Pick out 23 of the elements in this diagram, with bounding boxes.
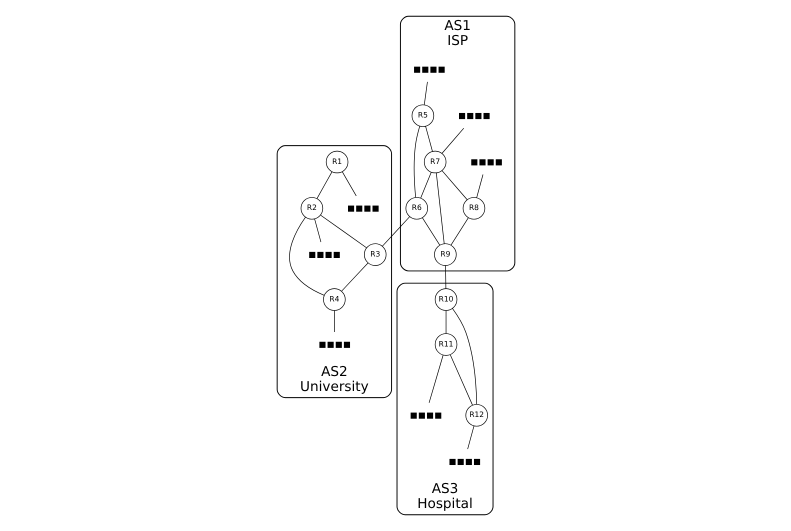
connector bbox=[445, 310, 446, 334]
connector bbox=[413, 126, 420, 198]
connector bbox=[428, 354, 443, 404]
connector bbox=[382, 216, 410, 247]
connector bbox=[435, 172, 444, 244]
connector bbox=[423, 82, 428, 105]
connector bbox=[342, 171, 356, 196]
connector bbox=[449, 354, 472, 406]
connector bbox=[422, 218, 440, 246]
connector bbox=[288, 216, 324, 296]
connector bbox=[314, 218, 321, 242]
connector bbox=[316, 171, 332, 199]
connector bbox=[444, 265, 446, 289]
connector bbox=[450, 218, 468, 246]
connector bbox=[424, 126, 432, 152]
connector bbox=[420, 172, 432, 198]
connector bbox=[441, 128, 464, 154]
connector bbox=[476, 174, 483, 198]
connector bbox=[452, 308, 477, 404]
connector bbox=[466, 426, 474, 450]
connector bbox=[320, 214, 366, 248]
connector bbox=[340, 262, 368, 292]
connector bbox=[441, 170, 467, 200]
